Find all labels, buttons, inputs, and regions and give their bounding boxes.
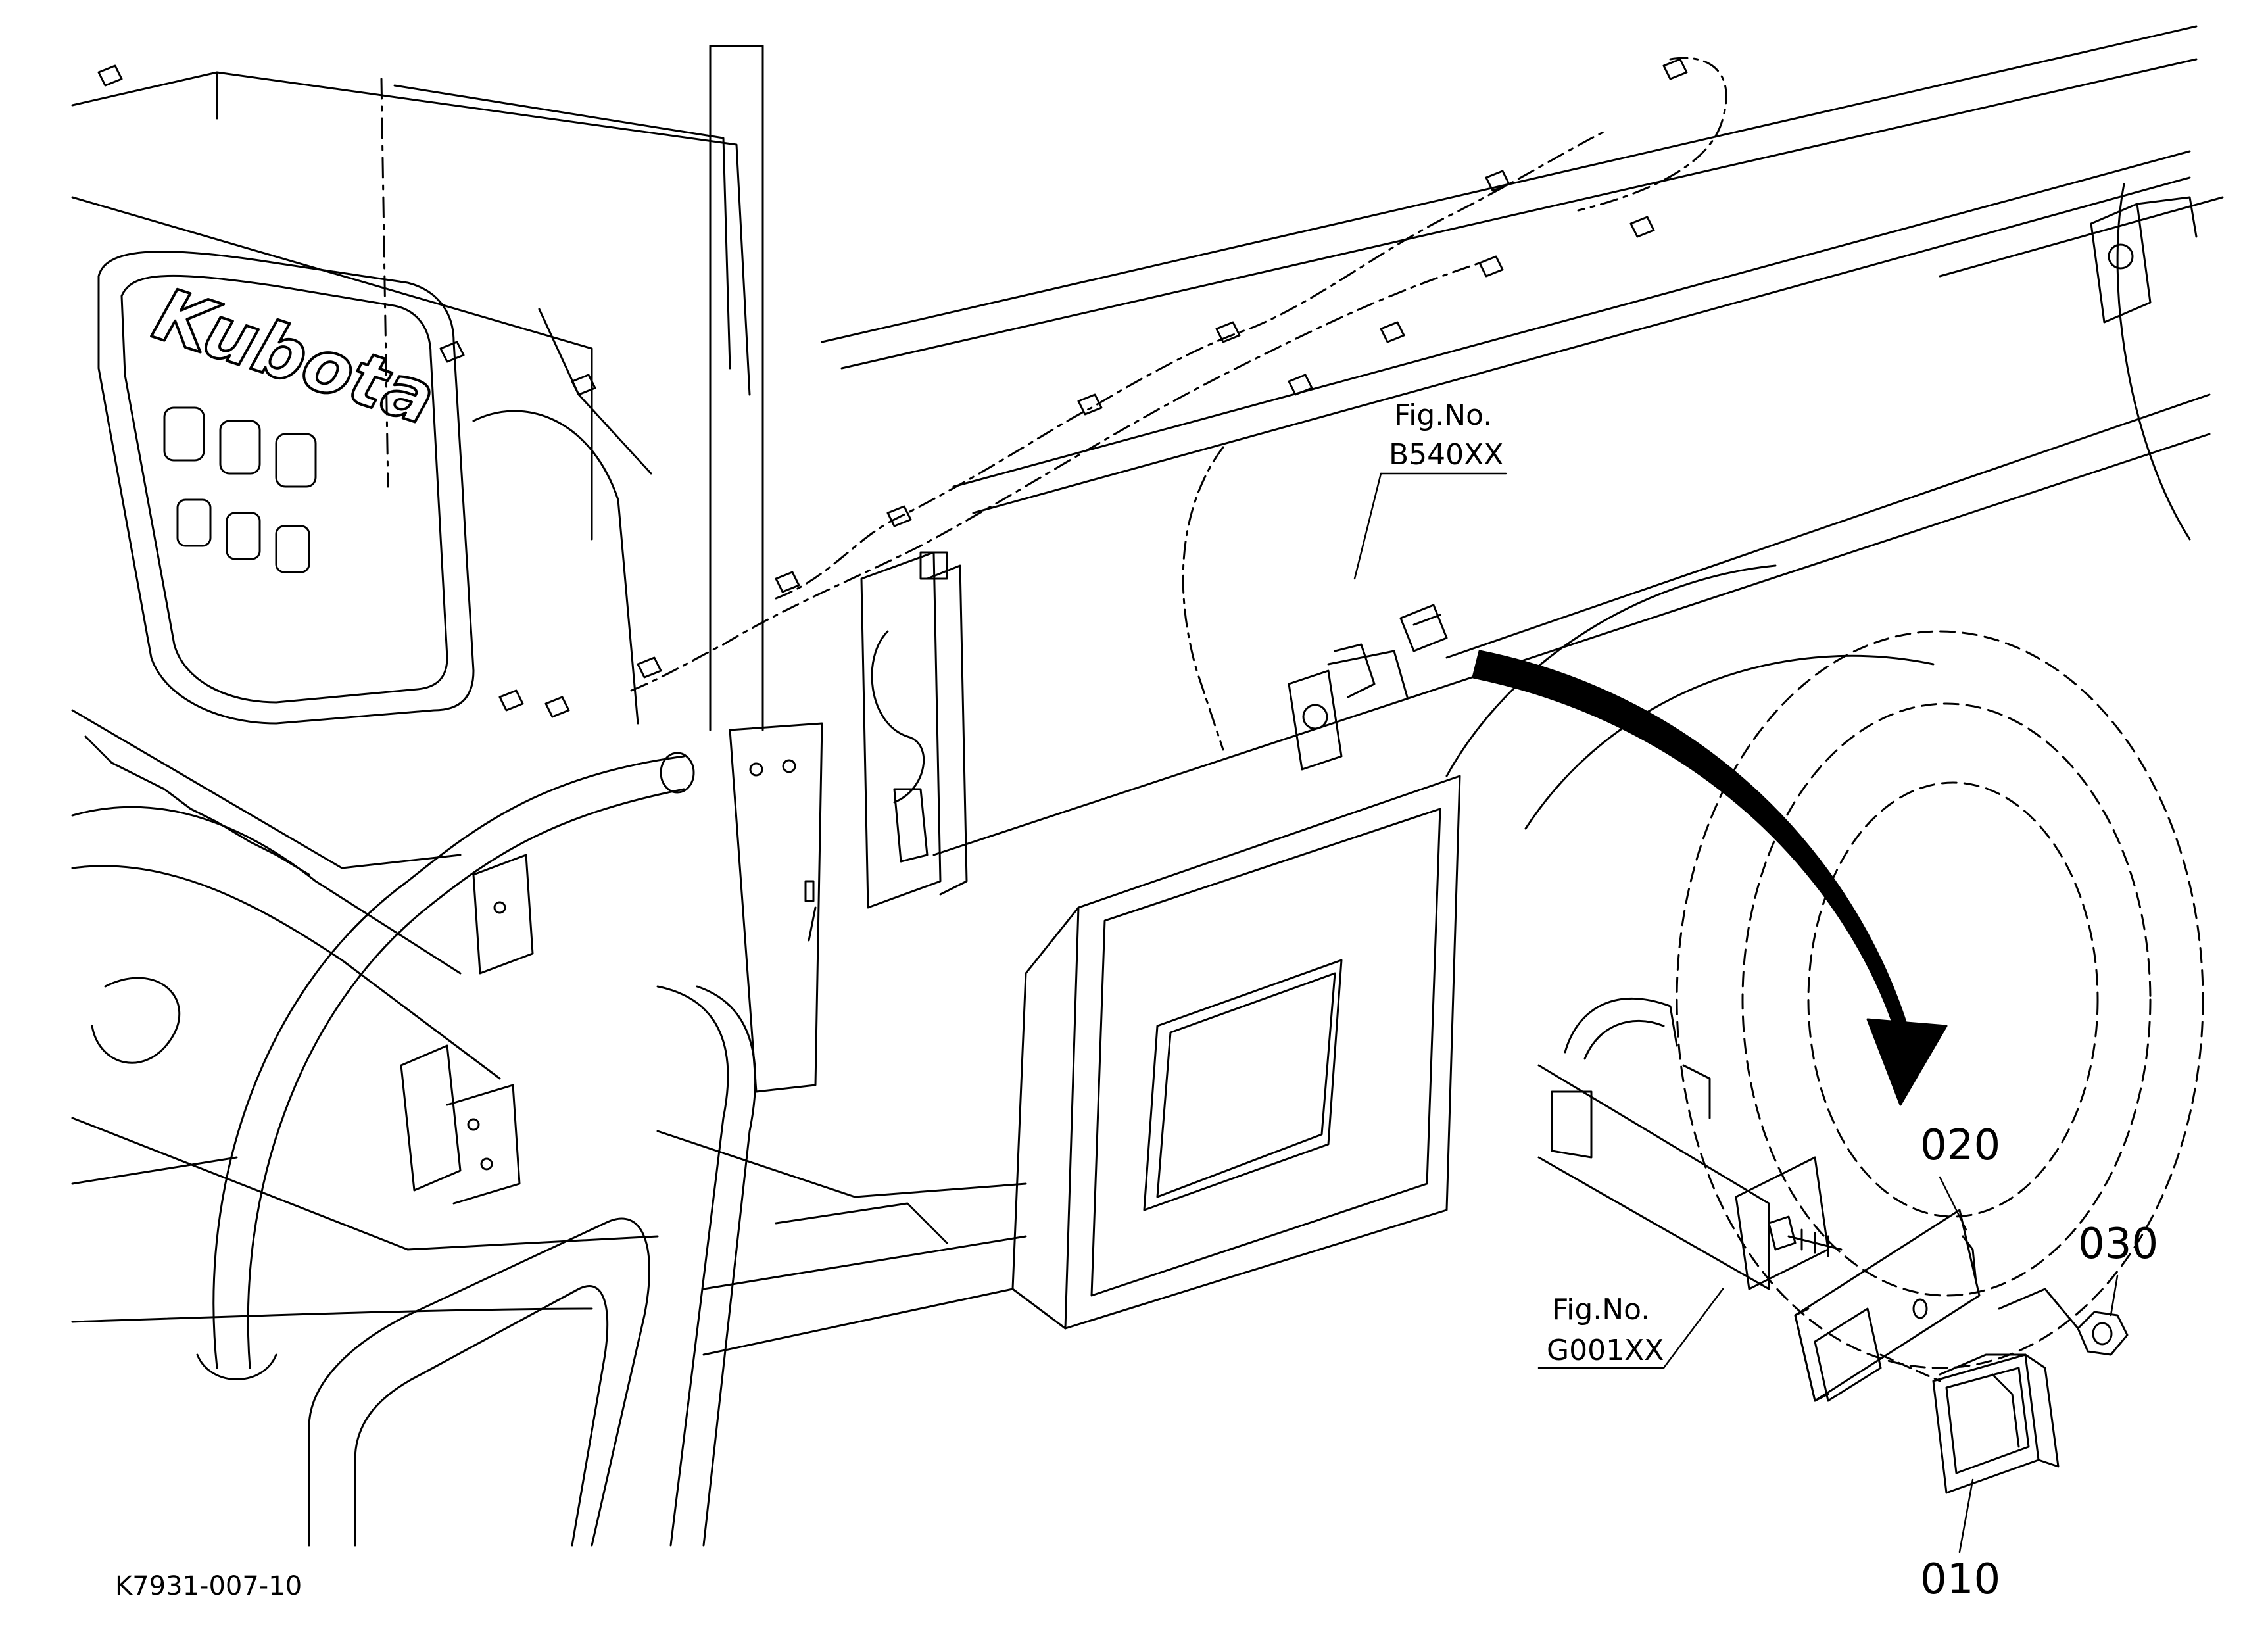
ref-g001-caption: Fig.No. <box>1552 1293 1651 1326</box>
bed-hinge <box>1288 196 2198 771</box>
roll-post <box>709 45 823 1093</box>
detail-bracket <box>1537 997 1843 1290</box>
cab-floor <box>71 709 659 1323</box>
cargo-bed <box>821 25 2224 856</box>
floor-sill <box>656 1130 1027 1356</box>
harness-clamps <box>97 58 1688 718</box>
callout-arrow <box>1472 650 1948 1106</box>
ref-b540-caption: Fig.No. <box>1394 399 1493 432</box>
grab-handle <box>196 752 695 1380</box>
switch-bracket <box>804 551 968 942</box>
rear-tire <box>1676 630 2204 1369</box>
door-frame <box>308 985 757 1547</box>
seat-back: Kubota <box>97 251 475 725</box>
ref-b540-number: B540XX <box>1389 438 1504 472</box>
part-label-010: 010 <box>1920 1555 2001 1604</box>
figure-code: K7931-007-10 <box>115 1571 302 1601</box>
ref-g001-number: G001XX <box>1547 1334 1664 1367</box>
part-label-030: 030 <box>2078 1220 2159 1269</box>
wire-harness <box>630 57 1727 751</box>
kubota-logo: Kubota <box>145 272 445 441</box>
part-030-nut <box>1998 1288 2129 1356</box>
part-label-020: 020 <box>1920 1121 2001 1170</box>
side-box <box>1011 775 1461 1330</box>
part-020-plate <box>1794 1209 1981 1402</box>
door-hinge <box>400 854 534 1205</box>
part-010-switch <box>1879 1353 2060 1494</box>
switch-location <box>1334 604 1448 698</box>
leader-lines <box>1353 472 2119 1553</box>
